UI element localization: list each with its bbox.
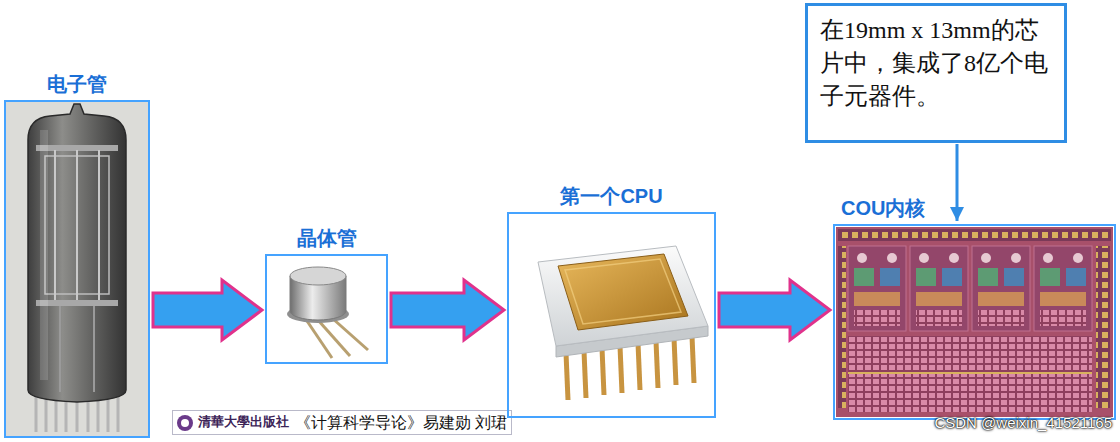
publisher-name: 清華大學出版社 <box>198 414 289 430</box>
block-arrow <box>153 280 262 340</box>
vacuum-tube-picture <box>6 102 148 436</box>
first-cpu-picture <box>538 246 708 400</box>
watermark: CSDN @weixin_41521165 <box>934 414 1112 432</box>
block-arrow <box>719 280 830 340</box>
transistor-panel: 晶体管 <box>265 224 388 364</box>
panel-heading: 第一个CPU <box>507 182 716 212</box>
panel-frame <box>833 224 1116 420</box>
vacuum-tube-panel: 电子管 <box>4 70 150 438</box>
panel-frame <box>4 100 150 438</box>
transistor-picture <box>287 267 368 358</box>
block-arrow <box>391 280 504 340</box>
book-credit: 《计算科学导论》易建勋 刘珺 <box>295 413 507 432</box>
panel-frame <box>265 254 388 364</box>
panel-heading: 电子管 <box>4 70 150 100</box>
first-cpu-panel: 第一个CPU <box>507 182 716 418</box>
callout-box: 在19mm x 13mm的芯片中，集成了8亿个电子元器件。 <box>805 3 1067 143</box>
callout-arrow <box>956 144 959 221</box>
panel-heading: COU内核 <box>833 194 1116 224</box>
panel-heading: 晶体管 <box>265 224 388 254</box>
cpu-die-picture <box>836 227 1113 417</box>
cpu-die-panel: COU内核 <box>833 194 1116 420</box>
callout-text: 在19mm x 13mm的芯片中，集成了8亿个电子元器件。 <box>820 14 1052 113</box>
panel-frame <box>507 212 716 418</box>
publisher-emblem <box>177 415 193 431</box>
